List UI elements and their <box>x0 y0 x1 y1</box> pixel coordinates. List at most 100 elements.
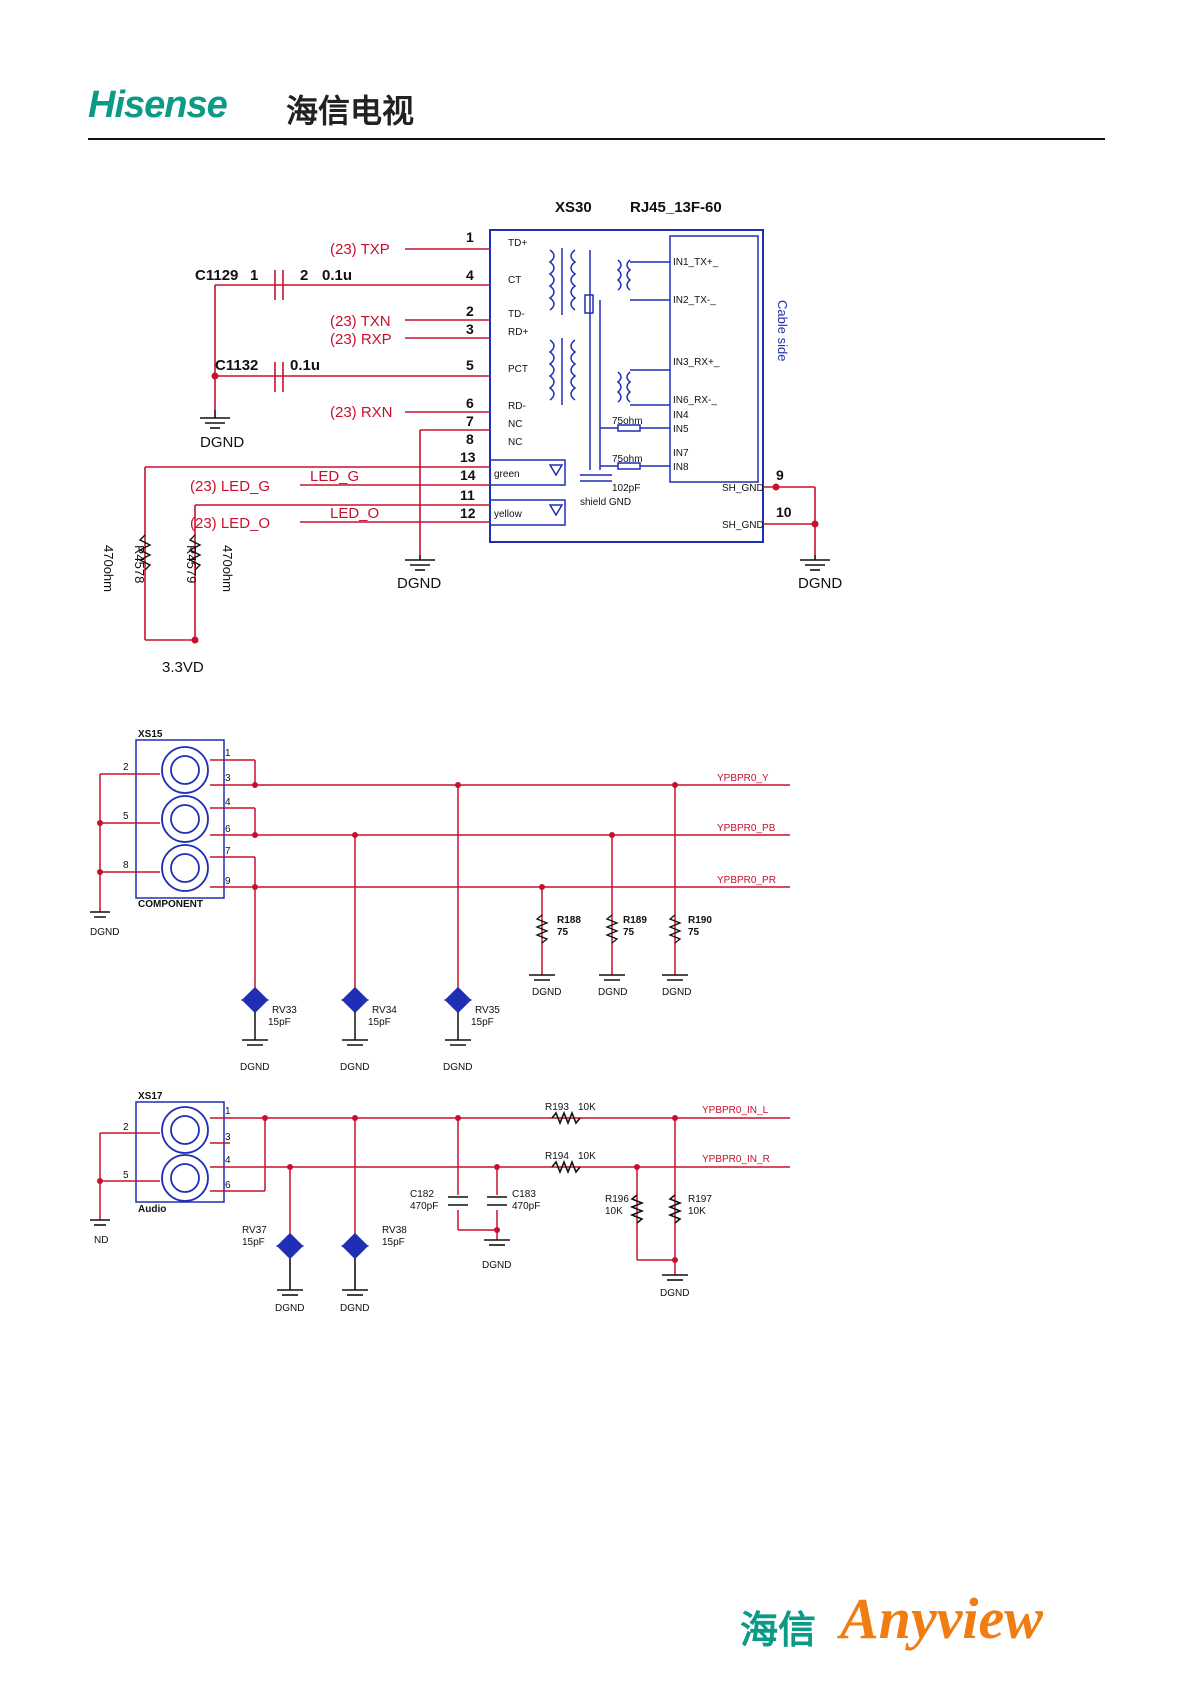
net-ypbpr-pb: YPBPR0_PB <box>717 823 776 834</box>
diode-val: 15pF <box>471 1017 494 1028</box>
led-label: yellow <box>494 509 523 520</box>
pin-num: 5 <box>123 811 129 822</box>
pin-num: 9 <box>225 876 231 887</box>
c1129-pin2: 2 <box>300 267 308 284</box>
c1129-val: 0.1u <box>322 267 352 284</box>
series-res-val: 10K <box>578 1102 596 1113</box>
dgnd-label: DGND <box>200 434 244 451</box>
shunt-ref: R196 <box>605 1194 629 1205</box>
xs15-name: COMPONENT <box>138 899 203 910</box>
c1132-ref: C1132 <box>215 357 258 374</box>
pin-num: 3 <box>225 773 231 784</box>
vdd-label: 3.3VD <box>162 659 204 676</box>
shunt-val: 10K <box>688 1206 706 1217</box>
res-75ohm: 75ohm <box>612 454 643 465</box>
net-led-o: (23) LED_O <box>190 515 270 532</box>
shield-gnd: shield GND <box>580 497 631 508</box>
pin-num: 4 <box>225 797 231 808</box>
pin-num: 8 <box>123 860 129 871</box>
jack-pin-label: NC <box>508 437 522 448</box>
series-res: R194 <box>545 1151 569 1162</box>
res-75ohm: 75ohm <box>612 416 643 427</box>
xs15-ref: XS15 <box>138 729 163 740</box>
pin-num: 2 <box>123 1122 129 1133</box>
right-pin-label: IN1_TX+_ <box>673 257 719 268</box>
led-label: green <box>494 469 520 480</box>
c1129-ref: C1129 <box>195 267 238 284</box>
res-val: 75 <box>557 927 569 938</box>
res-ref: R189 <box>623 915 647 926</box>
pin-num: 6 <box>225 1180 231 1191</box>
pin-num: 5 <box>123 1170 129 1181</box>
cap-102pf: 102pF <box>612 483 640 494</box>
dgnd-label: DGND <box>397 575 441 592</box>
r4578-ref: R4578 <box>132 545 147 583</box>
net-led-g: (23) LED_G <box>190 478 270 495</box>
right-pin-label: IN5 <box>673 424 689 435</box>
dgnd-label: DGND <box>798 575 842 592</box>
right-pin-label: IN2_TX-_ <box>673 295 716 306</box>
brand-logo-cn: 海信电视 <box>286 92 415 130</box>
cap-ref: C182 <box>410 1189 434 1200</box>
net-txp: (23) TXP <box>330 241 390 258</box>
wire-led-g: LED_G <box>310 468 359 485</box>
pin-num: 6 <box>466 395 474 411</box>
net-rxn: (23) RXN <box>330 404 393 421</box>
brand-logo-en: Hisense <box>88 84 228 126</box>
right-pin-label: IN4 <box>673 410 689 421</box>
cap-val: 470pF <box>410 1201 438 1212</box>
jack-pin-label: RD- <box>508 401 526 412</box>
right-pin-label: IN3_RX+_ <box>673 357 720 368</box>
dgnd-label: DGND <box>90 927 119 938</box>
res-val: 75 <box>688 927 700 938</box>
cap-val: 470pF <box>512 1201 540 1212</box>
r4578-val: 470ohm <box>101 545 116 592</box>
xs17-name: Audio <box>138 1204 166 1215</box>
pin-num: 7 <box>225 846 231 857</box>
pin-num: 1 <box>225 748 231 759</box>
pin-num: 6 <box>225 824 231 835</box>
diode-val: 15pF <box>268 1017 291 1028</box>
pin-num: 7 <box>466 413 474 429</box>
pin-num: 12 <box>460 505 476 521</box>
footer-logo: 海信 Anyview <box>740 1585 1110 1655</box>
dgnd-label: DGND <box>340 1303 369 1314</box>
pin-num: 5 <box>466 357 474 373</box>
footer-brand-cn: 海信 <box>740 1608 817 1652</box>
cable-side: Cable side <box>775 300 790 361</box>
pin-num: 1 <box>225 1106 231 1117</box>
pin-num: 3 <box>466 321 474 337</box>
diode-ref: RV33 <box>272 1005 297 1016</box>
sh-gnd: SH_GND <box>722 520 764 531</box>
c1129-pin1: 1 <box>250 267 258 284</box>
net-in-l: YPBPR0_IN_L <box>702 1105 769 1116</box>
dgnd-label: DGND <box>660 1288 689 1299</box>
rj45-ref: XS30 <box>555 199 592 216</box>
r4579-val: 470ohm <box>220 545 235 592</box>
pin-num: 11 <box>460 487 475 503</box>
diode-val: 15pF <box>368 1017 391 1028</box>
pin-num: 14 <box>460 467 476 483</box>
xs17-ref: XS17 <box>138 1091 163 1102</box>
footer-brand-en: Anyview <box>840 1586 1043 1651</box>
cap-ref: C183 <box>512 1189 536 1200</box>
dgnd-label: DGND <box>240 1062 269 1073</box>
jack-pin-label: NC <box>508 419 522 430</box>
net-ypbpr-y: YPBPR0_Y <box>717 773 769 784</box>
diode-ref: RV37 <box>242 1225 267 1236</box>
audio-section <box>90 1101 790 1296</box>
rj45-part: RJ45_13F-60 <box>630 199 722 216</box>
right-pin-label: IN6_RX-_ <box>673 395 717 406</box>
pin-num: 1 <box>466 229 474 245</box>
net-txn: (23) TXN <box>330 313 391 330</box>
res-ref: R188 <box>557 915 581 926</box>
diode-ref: RV38 <box>382 1225 407 1236</box>
jack-pin-label: RD+ <box>508 327 528 338</box>
pin-num: 10 <box>776 504 792 520</box>
shunt-val: 10K <box>605 1206 623 1217</box>
pin-num: 3 <box>225 1132 231 1143</box>
dgnd-label: DGND <box>275 1303 304 1314</box>
c1132-val: 0.1u <box>290 357 320 374</box>
diode-ref: RV34 <box>372 1005 397 1016</box>
